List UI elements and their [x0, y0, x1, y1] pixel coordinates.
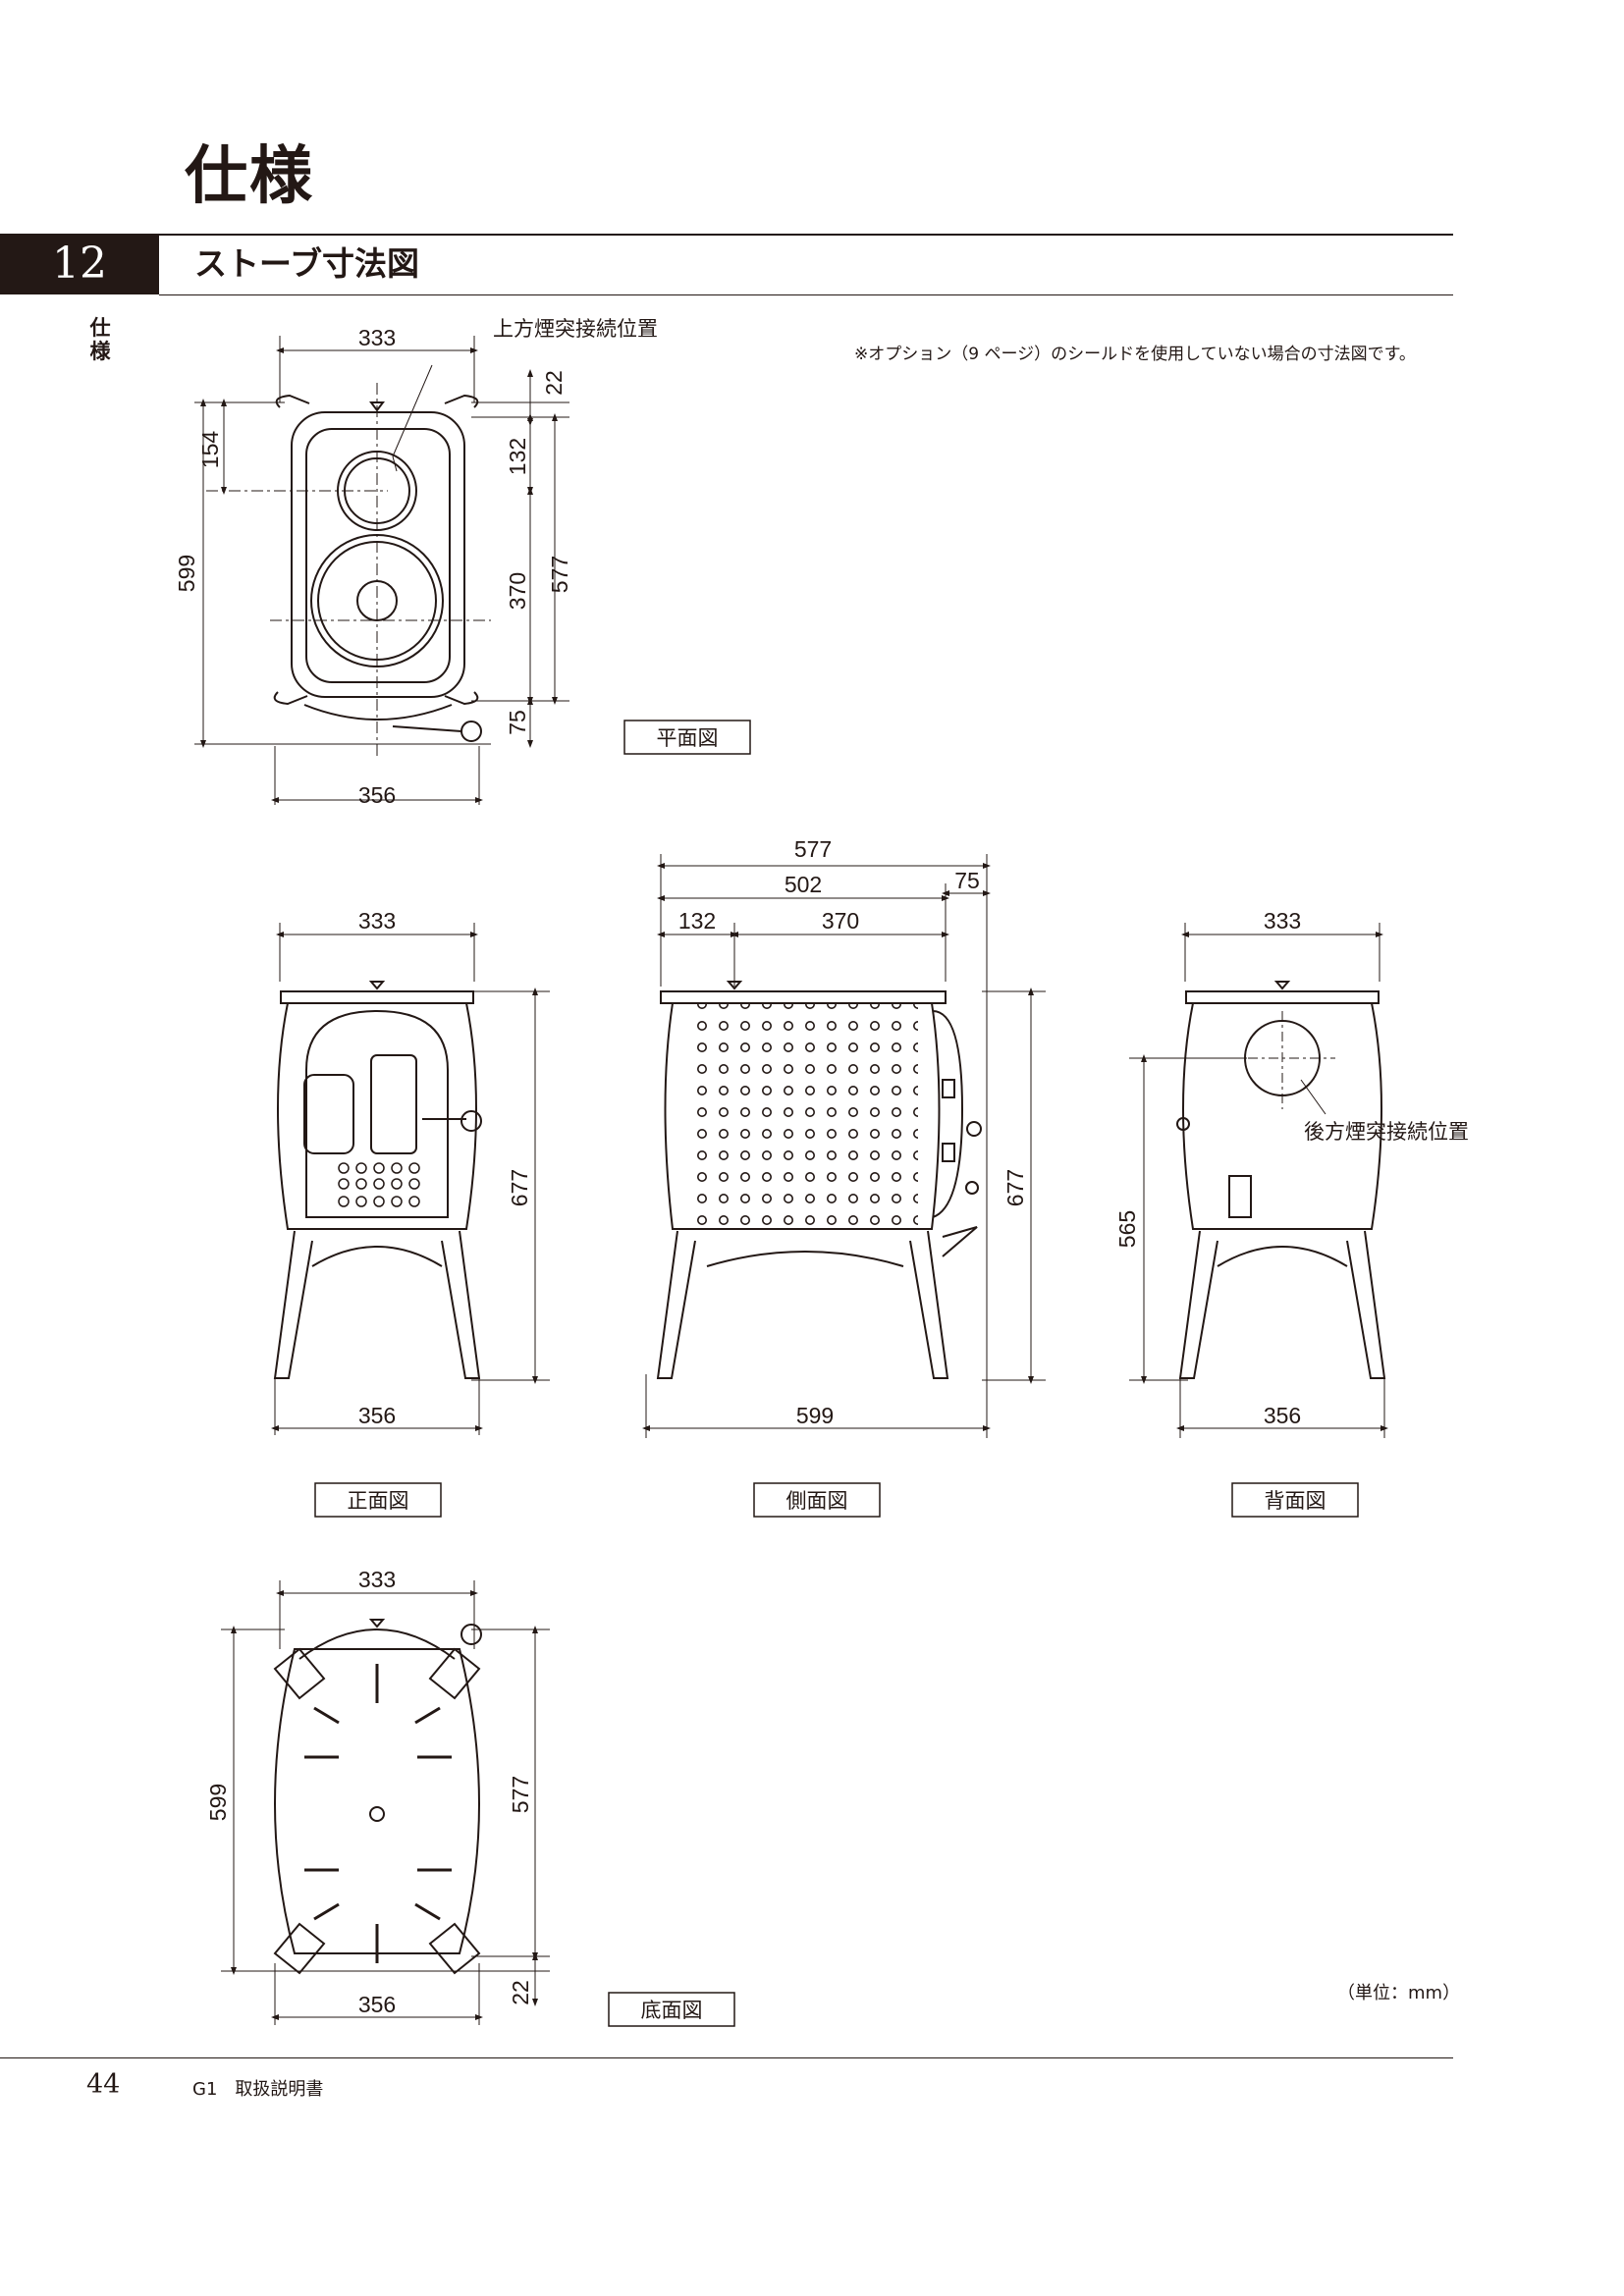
dim-label: 356	[358, 1403, 396, 1428]
dim-label: 577	[508, 1776, 533, 1813]
dim-label: 22	[508, 1980, 533, 2005]
front-view	[271, 923, 550, 1435]
back-view-label: 背面図	[1265, 1489, 1326, 1513]
dim-label: 333	[1264, 908, 1301, 934]
side-tab-char: 様	[89, 339, 111, 363]
side-view-label-box	[753, 1482, 881, 1518]
side-tab-char: 仕	[89, 315, 111, 340]
dim-label: 356	[358, 1992, 396, 2017]
section-number: 12	[0, 234, 159, 294]
dim-label: 370	[822, 908, 859, 934]
top-view	[194, 336, 569, 805]
dim-label: 677	[507, 1169, 532, 1206]
back-view	[1129, 923, 1388, 1438]
bottom-view	[221, 1580, 550, 2025]
dim-label: 333	[358, 325, 396, 350]
top-view-label: 平面図	[657, 726, 719, 750]
section-title: ストーブ寸法図	[194, 244, 420, 283]
dim-label: 333	[358, 1567, 396, 1592]
dim-label: 75	[505, 710, 530, 735]
dim-label: 132	[505, 438, 530, 475]
footer-rule	[0, 2057, 1453, 2058]
dim-label: 577	[794, 836, 832, 862]
header-rule-top	[159, 234, 1453, 236]
manual-name: G1 取扱説明書	[192, 2079, 324, 2100]
dim-label: 22	[541, 370, 567, 396]
unit-note: （単位：mm）	[1337, 1983, 1461, 2003]
dim-label: 356	[1264, 1403, 1301, 1428]
back-view-dimensions	[1129, 923, 1388, 1438]
front-view-label: 正面図	[348, 1489, 409, 1513]
side-view-dimensions	[642, 854, 1046, 1438]
bottom-view-label: 底面図	[641, 1999, 703, 2022]
side-tab-label: 仕 様	[88, 316, 112, 363]
side-view-label: 側面図	[786, 1489, 848, 1513]
dim-label: 677	[1002, 1169, 1028, 1206]
dim-label: 599	[174, 555, 199, 592]
dim-label: 154	[197, 431, 223, 469]
dim-label: 577	[547, 556, 572, 593]
dim-label: 502	[785, 872, 822, 897]
rear-flue-callout: 後方煙突接続位置	[1304, 1120, 1469, 1144]
dim-label: 599	[205, 1784, 231, 1821]
chapter-title: 仕様	[185, 139, 314, 213]
header-rule-bottom	[159, 294, 1453, 295]
back-view-label-box	[1231, 1482, 1359, 1518]
front-view-dimensions	[271, 923, 550, 1435]
section-header: 12 ストーブ寸法図	[0, 234, 1453, 294]
shield-note: ※オプション（9 ページ）のシールドを使用していない場合の寸法図です。	[854, 345, 1416, 364]
bottom-view-dimensions	[221, 1580, 550, 2025]
dim-label: 75	[954, 868, 980, 893]
side-view	[642, 854, 1046, 1438]
page-number: 44	[86, 2069, 121, 2100]
top-view-dimensions	[194, 336, 569, 805]
dim-label: 333	[358, 908, 396, 934]
top-flue-callout: 上方煙突接続位置	[493, 317, 658, 341]
front-view-label-box	[314, 1482, 442, 1518]
dim-label: 599	[796, 1403, 834, 1428]
dim-label: 565	[1114, 1210, 1140, 1248]
bottom-view-label-box	[608, 1992, 735, 2027]
top-view-label-box	[623, 720, 751, 755]
dim-label: 132	[678, 908, 716, 934]
dim-label: 356	[358, 782, 396, 808]
dim-label: 370	[505, 572, 530, 610]
